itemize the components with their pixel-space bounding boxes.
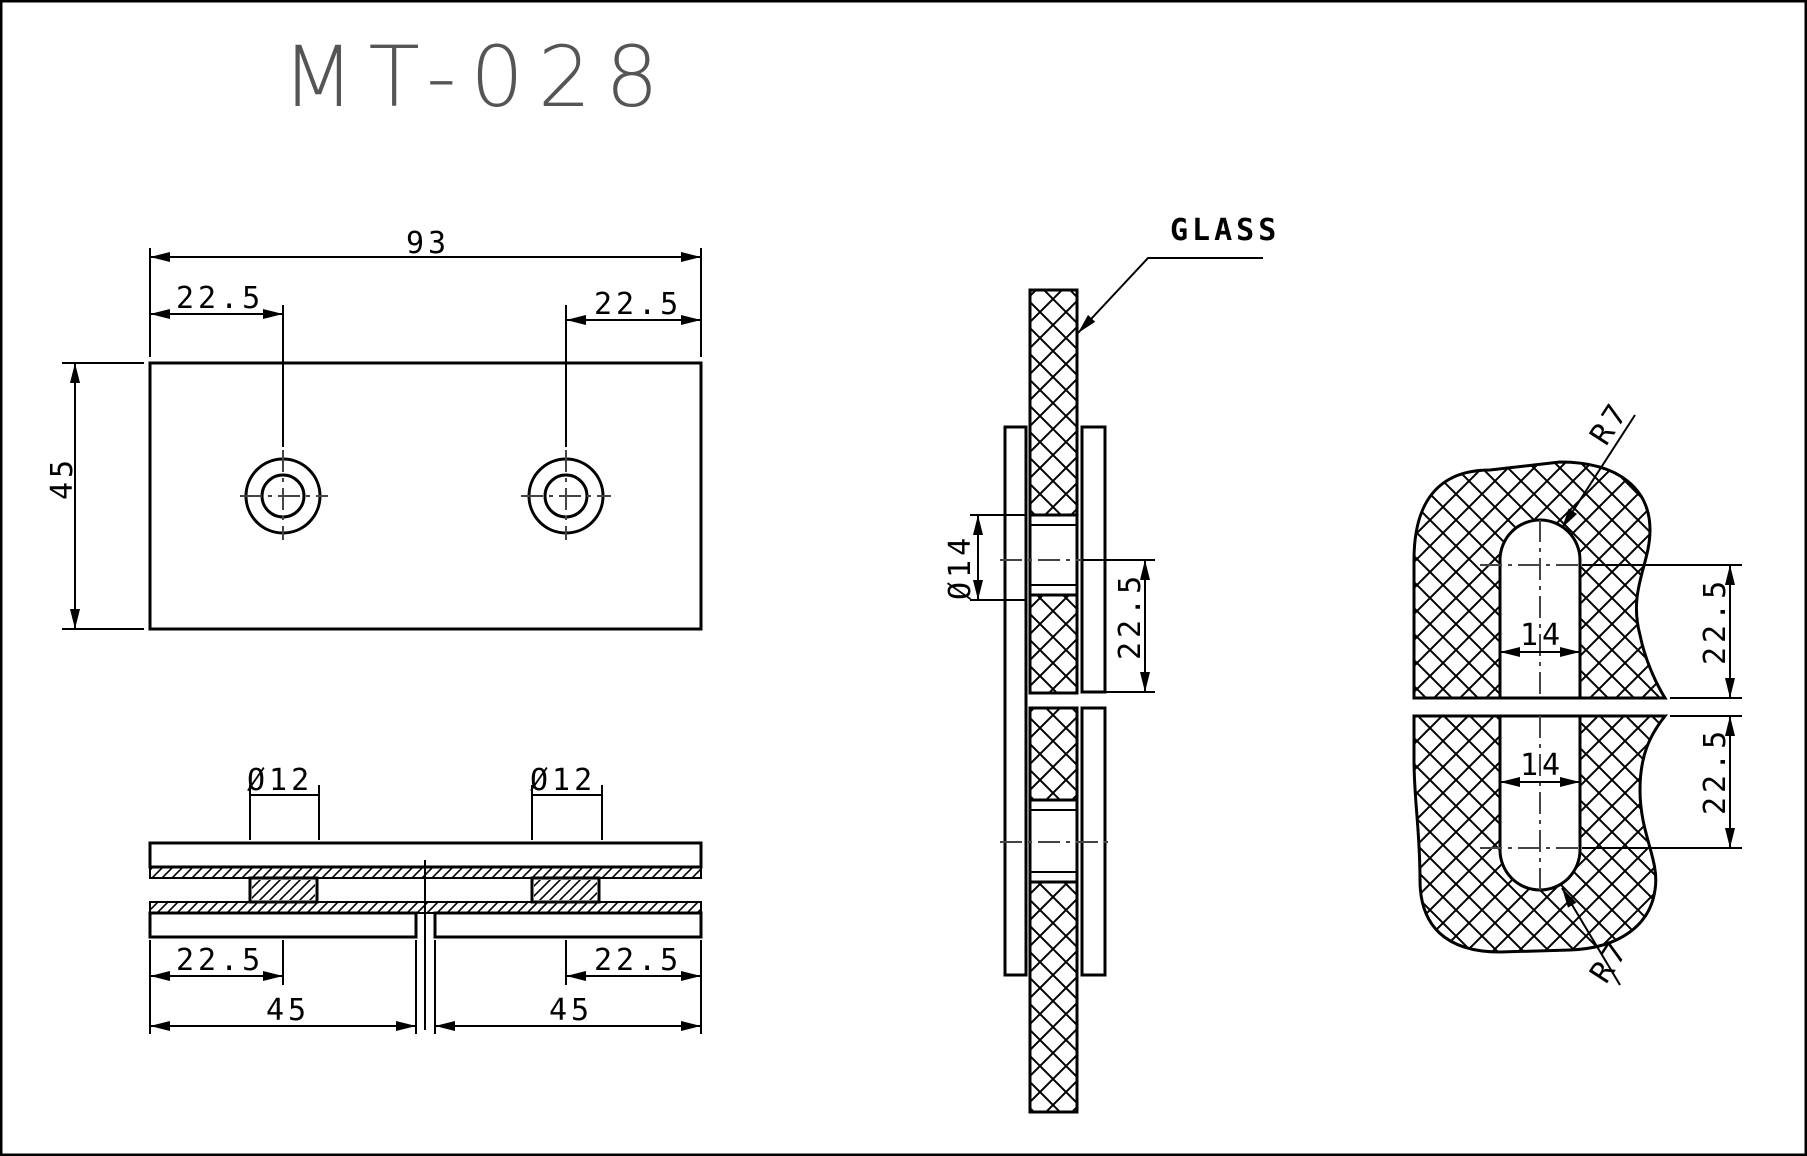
dim-slot-width-bottom: 14 [1520, 748, 1564, 783]
plate-outline [148, 361, 703, 631]
glass-cutout-detail: R7 R7 14 14 22.5 22.5 [1412, 395, 1742, 989]
bottom-view: Ø12 Ø12 22.5 22.5 45 45 [148, 763, 703, 1034]
front-view: 93 22.5 22.5 45 [45, 226, 703, 631]
left-hole [240, 450, 328, 540]
glass-label: GLASS [1170, 213, 1280, 248]
dim-radius-top: R7 [1583, 395, 1636, 451]
dim-bottom-right-offset: 22.5 [594, 943, 682, 978]
dim-hole-dia: Ø14 [943, 534, 978, 600]
dim-left-hole-dia: Ø12 [247, 763, 313, 798]
dim-bottom-left-offset: 22.5 [176, 943, 264, 978]
dim-left-offset: 22.5 [176, 281, 264, 316]
dim-right-hole-dia: Ø12 [530, 763, 596, 798]
right-hole [521, 450, 611, 540]
drawing-title: MT-028 [282, 28, 673, 126]
dim-right-half: 45 [549, 993, 593, 1028]
dim-height: 45 [45, 456, 80, 500]
dim-depth-top: 22.5 [1698, 577, 1733, 665]
dim-slot-width-top: 14 [1520, 618, 1564, 653]
dim-side-offset: 22.5 [1113, 572, 1148, 660]
dim-depth-bottom: 22.5 [1698, 727, 1733, 815]
side-section-view: GLASS Ø14 22.5 [943, 213, 1280, 1114]
dim-overall-width: 93 [406, 226, 450, 261]
dim-left-half: 45 [266, 993, 310, 1028]
dim-right-offset: 22.5 [594, 287, 682, 322]
